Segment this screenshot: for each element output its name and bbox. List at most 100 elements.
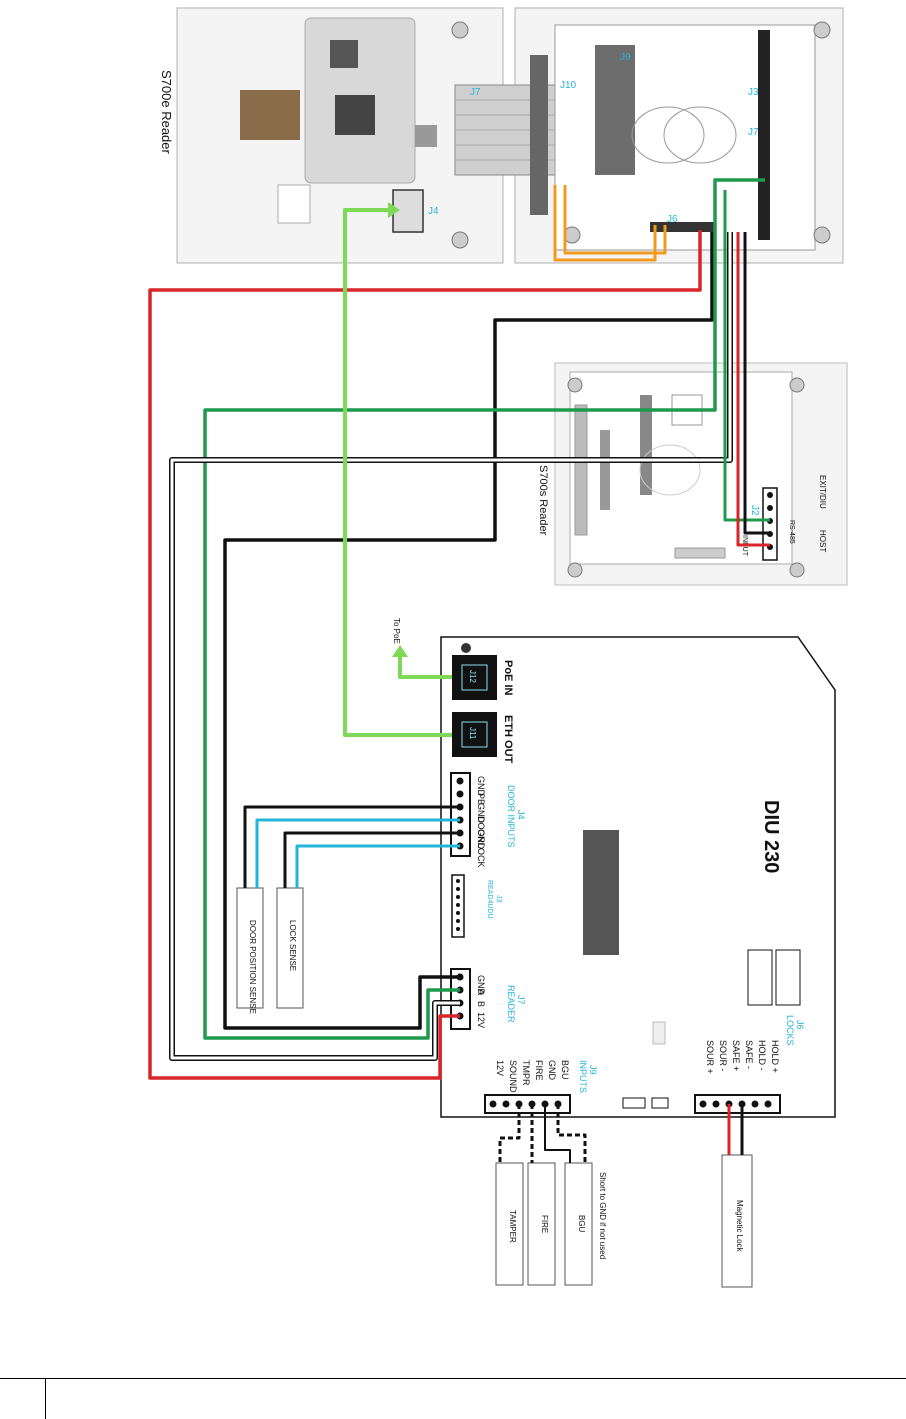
j4-terminal [450,772,471,857]
s700e-rail [530,55,548,215]
wire-red-12v [148,230,702,1080]
j7-pin-a: A [476,989,486,995]
wire-orange-1 [553,185,657,262]
wire-poe [398,655,452,679]
bgu-sensor [564,1162,593,1286]
wire-white-b [170,232,732,1060]
j12-id: J12 [468,670,477,683]
wire-lock-signal [295,844,460,888]
s700e-board [554,24,816,251]
j6-pin-hold-minus: HOLD - [757,1040,767,1071]
s700e-terminal-j9 [595,45,635,175]
diu-relay-2 [775,949,801,1006]
s700e-chip [330,40,358,68]
s700e-j7b-label: J7 [470,87,481,98]
j6-pin-sour-plus: SOUR + [705,1040,715,1074]
wire-door-gnd [243,805,460,888]
s700e-speaker-ring [631,106,705,164]
j9-pin-gnd: GND [547,1060,557,1081]
fire-sensor [527,1162,556,1286]
j4-pin-lock: LOCK [476,843,486,868]
s700e-reader: S700e Reader J9 J10 J3 J7 J6 J7 J4 [159,7,844,264]
s700e-square [277,184,311,224]
tamper-sensor [495,1162,524,1286]
j9-pin-sound: SOUND [508,1060,518,1093]
j9-pin-bgu: BGU [560,1060,570,1080]
s700e-terminal-right [758,30,770,240]
fire-label: FIRE [540,1215,549,1233]
s700e-j4-label: J4 [428,206,439,217]
door-position-label: DOOR POSITION SENSE [248,920,257,1014]
diu-jumper-1 [622,1097,646,1109]
wire-s700s-black [743,232,770,535]
diu-title: DIU 230 [760,800,782,873]
diu-display [583,830,619,955]
j3-title: READ4UDU [486,880,493,919]
j7-pin-12v: 12V [476,1012,486,1028]
j6-header: J6 [795,1020,805,1030]
j4-pin-door: DOOR [476,816,486,844]
eth-out-label: ETH OUT [502,715,514,764]
j7-header: J7 [516,995,526,1005]
j7-pin-gnd: GND [476,975,486,996]
j4-pin-gnd2: GND [476,803,486,824]
j7-pin-b: B [476,1001,486,1007]
s700s-j2-label: J2 [749,505,760,516]
j4-header: J4 [516,810,526,820]
magnetic-lock [721,1154,753,1288]
j6-pin-safe-minus: SAFE - [744,1040,754,1069]
footer-rule [0,1378,906,1379]
j7-title: READER [506,985,516,1023]
s700s-rs485-label: RS-485 [788,520,795,544]
j6-pin-hold-plus: HOLD + [770,1040,780,1073]
s700e-j6-label: J6 [667,214,678,225]
j4-title: DOOR INPUTS [506,785,516,848]
j9-pin-fire: FIRE [534,1060,544,1081]
lock-sense-label: LOCK SENSE [288,920,297,971]
magnetic-lock-label: Magnetic Lock [735,1200,744,1253]
s700s-title: S700s Reader [537,465,549,536]
j4-pin-gnd1: GND [476,776,486,797]
s700e-ribbon-conn [240,90,300,140]
wire-orange-2 [563,185,667,255]
diu-relay-1 [747,949,773,1006]
wires [148,178,770,1163]
j9-title: INPUTS [578,1060,588,1093]
j9-pin-12v: 12V [495,1060,505,1076]
j9-pin-tmpr: TMPR [521,1060,531,1086]
wire-ethernet [343,208,452,737]
j9-header: J9 [588,1065,598,1075]
poe-in-label: PoE IN [502,660,514,696]
j3-header: J3 [495,895,502,903]
short-note: Short to GND if not used [598,1172,607,1259]
diu-jumper-2 [651,1097,669,1109]
wire-s700s-red [736,232,770,547]
s700s-reader: S700s Reader J2 HOST EXIT/DIU INPUT RS-4… [537,362,848,586]
s700e-chip2 [335,95,375,135]
s700s-host-label: HOST [818,530,827,552]
bgu-label: BGU [577,1215,586,1233]
s700e-title: S700e Reader [159,70,174,155]
j6-terminal [694,1094,781,1114]
j6-pin-sour-minus: SOUR - [718,1040,728,1072]
j7-terminal [450,968,471,1030]
j9-terminal [484,1094,571,1114]
wire-bgu-loop [556,1104,587,1163]
footer-divider [45,1378,46,1419]
s700e-j9-label: J9 [620,52,631,63]
wire-lock-gnd [283,831,460,888]
wire-s700s-green [723,190,770,522]
j11-id: J11 [468,727,477,740]
s700s-terminal [640,395,652,495]
s700e-j3-label: J3 [748,87,759,98]
j4-pin-gnd3: GND [476,829,486,850]
wire-door-signal [255,818,460,888]
s700e-j7-label: J7 [748,127,759,138]
j6-title: LOCKS [785,1015,795,1046]
to-poe-label: To PoE [392,618,401,644]
diu-230-board: DIU 230 J12 PoE IN J11 ETH OUT To PoE GN… [392,618,836,1118]
s700e-module [415,125,437,147]
s700e-j10-label: J10 [560,80,577,91]
sensors: DOOR POSITION SENSE LOCK SENSE TAMPER FI… [236,887,753,1288]
